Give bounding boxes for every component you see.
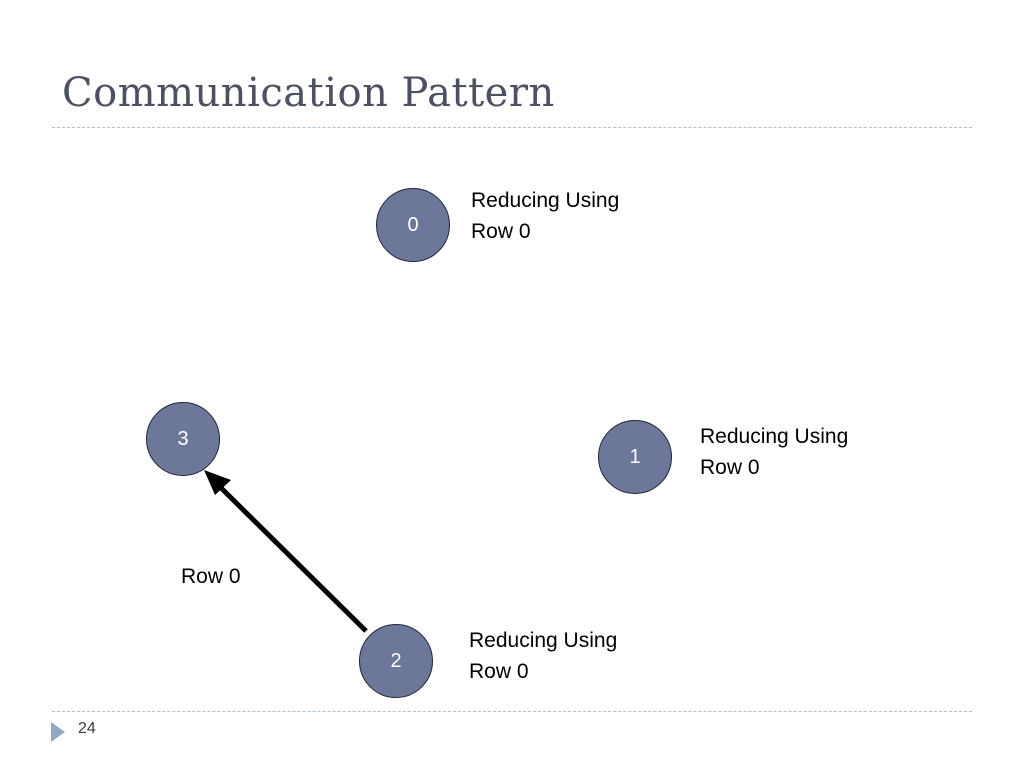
node-1-label: 1 (629, 445, 641, 468)
node-2-annotation: Reducing Using Row 0 (469, 625, 617, 687)
node-1-annotation: Reducing Using Row 0 (700, 421, 848, 483)
node-2-annotation-line1: Reducing Using (469, 629, 618, 652)
node-0-label: 0 (407, 213, 419, 236)
slide-title: Communication Pattern (62, 70, 555, 116)
node-3: 3 (146, 402, 220, 476)
node-0-annotation: Reducing Using Row 0 (471, 185, 619, 247)
node-1: 1 (598, 420, 672, 494)
node-2-annotation-line2: Row 0 (469, 660, 529, 683)
node-1-annotation-line2: Row 0 (700, 456, 760, 479)
node-0: 0 (376, 188, 450, 262)
edge-label-text: Row 0 (181, 565, 241, 588)
edge-label: Row 0 (181, 561, 241, 592)
footer-divider (52, 711, 972, 712)
node-2-label: 2 (390, 649, 402, 672)
node-0-annotation-line2: Row 0 (471, 220, 531, 243)
arrowhead-icon (204, 470, 231, 495)
node-2: 2 (359, 624, 433, 698)
node-0-annotation-line1: Reducing Using (471, 189, 620, 212)
node-1-annotation-line1: Reducing Using (700, 425, 849, 448)
edge-line-2-to-3 (212, 479, 368, 633)
triangle-marker-icon (51, 722, 65, 742)
title-divider (52, 127, 972, 128)
page-number: 24 (78, 720, 96, 737)
node-3-label: 3 (177, 427, 189, 450)
